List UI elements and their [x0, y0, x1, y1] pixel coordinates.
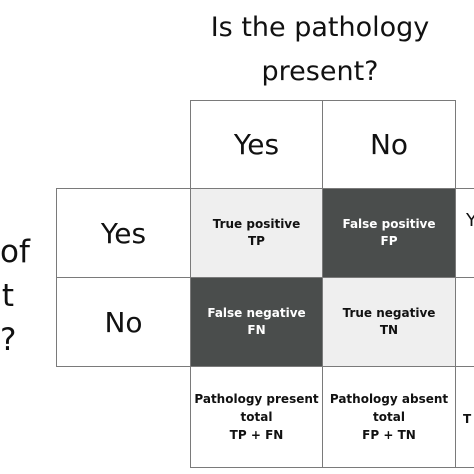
present-total-line-1: Pathology present	[194, 392, 319, 406]
totals-middle-line	[322, 366, 323, 468]
column-header-no-label: No	[369, 128, 409, 161]
true-negative-label: True negative	[342, 306, 436, 320]
column-question-title: Is the pathology present?	[150, 6, 474, 94]
present-total-line-3: TP + FN	[229, 428, 284, 442]
row-header-no-label: No	[104, 305, 143, 339]
totals-bottom-line	[190, 467, 474, 468]
row-question-line-3: ?	[0, 322, 17, 358]
absent-total-line-2: total	[373, 410, 405, 424]
column-header-no: No	[322, 100, 456, 189]
absent-total-line-3: FP + TN	[362, 428, 416, 442]
row-question-line-1: of	[0, 234, 30, 270]
true-positive-cell: True positive TP	[190, 188, 323, 278]
cut-off-row-label: Y	[466, 210, 474, 231]
false-negative-label: False negative	[207, 306, 306, 320]
row-question-title: of t ?	[0, 230, 40, 370]
row-header-no: No	[56, 277, 191, 367]
false-positive-abbr: FP	[380, 234, 398, 248]
right-grid-top-line	[455, 188, 474, 189]
column-header-yes: Yes	[190, 100, 323, 189]
totals-left-line	[190, 366, 191, 468]
true-positive-label: True positive	[212, 217, 301, 231]
true-negative-abbr: TN	[379, 323, 399, 337]
row-question-line-2: t	[1, 278, 14, 314]
false-positive-label: False positive	[342, 217, 436, 231]
right-grid-bottom-line	[455, 366, 474, 367]
row-header-yes: Yes	[56, 188, 191, 278]
false-negative-abbr: FN	[247, 323, 266, 337]
cut-off-total-label: T	[463, 412, 472, 426]
right-grid-middle-line	[455, 277, 474, 278]
column-header-yes-label: Yes	[233, 128, 280, 161]
false-positive-cell: False positive FP	[322, 188, 456, 278]
true-negative-cell: True negative TN	[322, 277, 456, 367]
present-total-line-2: total	[240, 410, 273, 424]
pathology-absent-total: Pathology absent total FP + TN	[323, 367, 455, 467]
false-negative-cell: False negative FN	[190, 277, 323, 367]
absent-total-line-1: Pathology absent	[329, 392, 449, 406]
title-line-2: present?	[261, 56, 379, 87]
totals-right-line	[455, 366, 456, 468]
title-line-1: Is the pathology	[210, 12, 430, 43]
true-positive-abbr: TP	[248, 234, 265, 248]
pathology-present-total: Pathology present total TP + FN	[191, 367, 322, 467]
row-header-yes-label: Yes	[100, 216, 147, 250]
